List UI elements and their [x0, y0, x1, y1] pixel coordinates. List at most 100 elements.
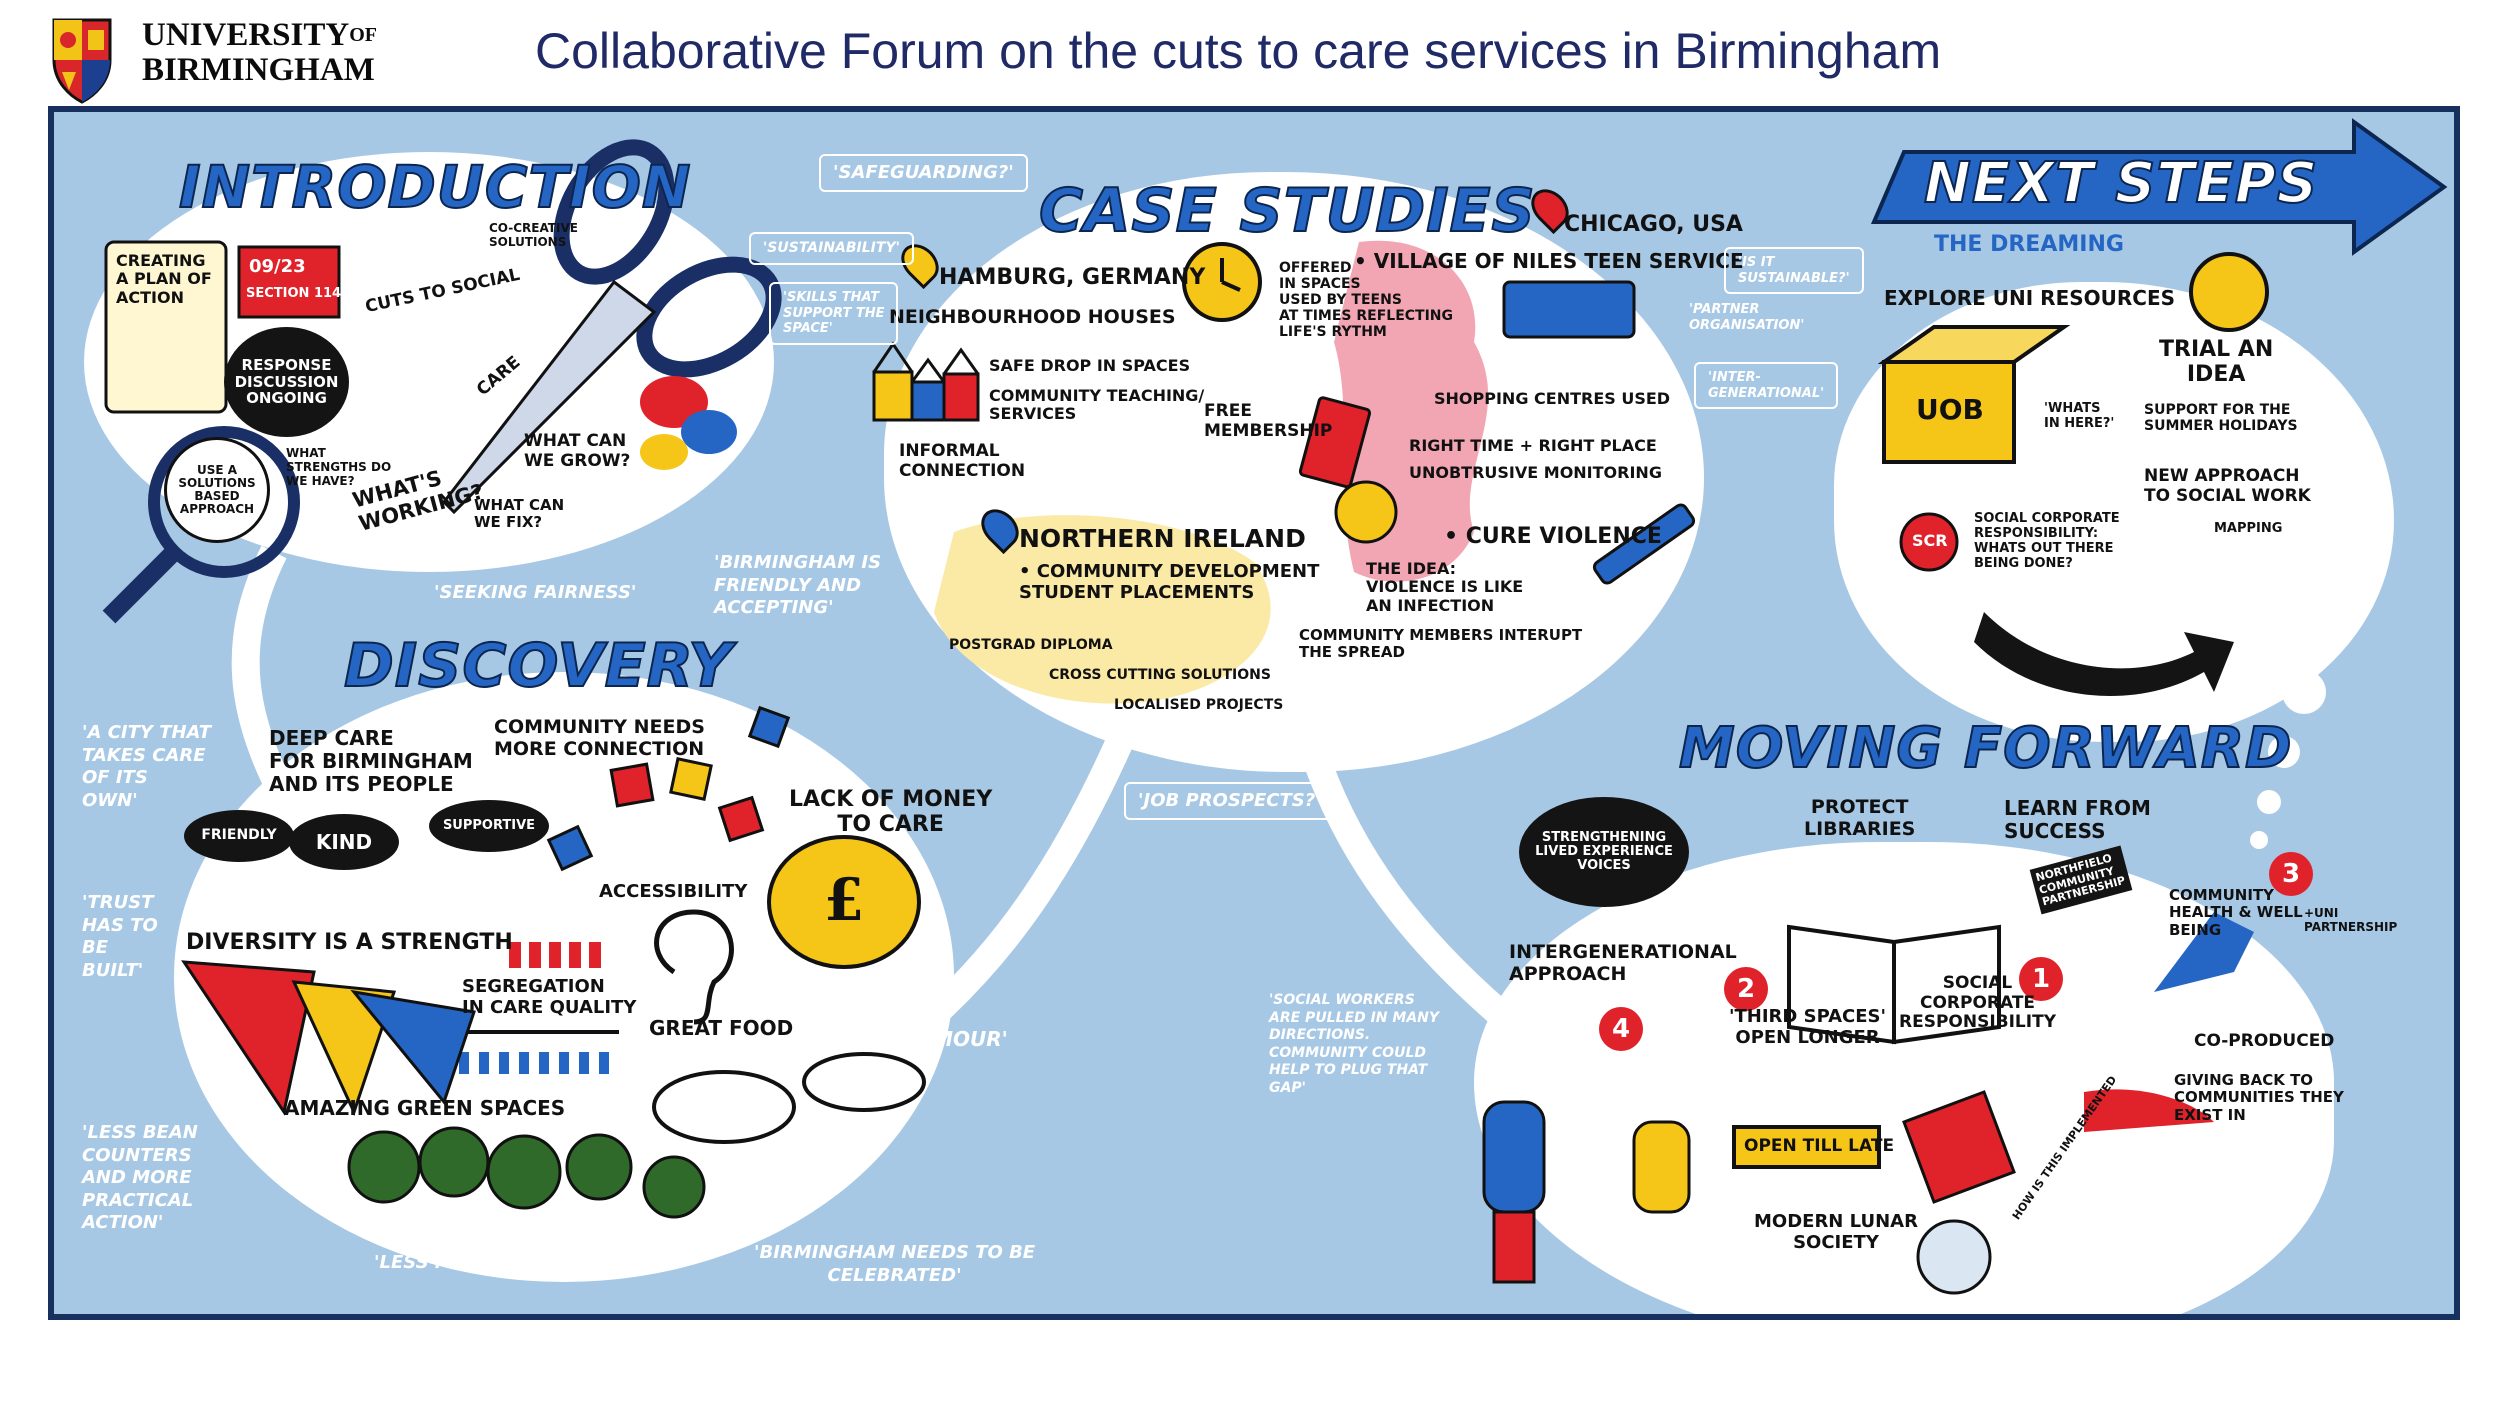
neighbourhood-text: NEIGHBOURHOOD HOUSES [889, 306, 1176, 328]
next-steps-heading: NEXT STEPS [1923, 150, 2319, 217]
badge-date: 09/23 [249, 256, 306, 277]
quote-trust: 'TRUST HAS TO BE BUILT' [82, 892, 158, 981]
houses-icon [872, 341, 980, 422]
box-label: UOB [1916, 393, 1984, 426]
graphic-recording-board: £ [48, 106, 2460, 1320]
quote-skills: 'SKILLS THAT SUPPORT THE SPACE' [769, 282, 899, 345]
quote-job-prospects: 'JOB PROSPECTS?' [1124, 782, 1335, 820]
protect-libraries-text: PROTECT LIBRARIES [1804, 796, 1916, 840]
shopping-text: SHOPPING CENTRES USED [1434, 389, 1671, 408]
strengthening-bubble: STRENGTHENING LIVED EXPERIENCE VOICES [1519, 797, 1689, 907]
whats-in-here-text: 'WHATS IN HERE?' [2044, 401, 2115, 431]
right-time-text: RIGHT TIME + RIGHT PLACE [1409, 436, 1657, 455]
quote-humour: 'HUMOUR' [894, 1027, 1008, 1051]
piggy-bank-icon: £ [767, 835, 921, 969]
moving-forward-blob [1474, 842, 2334, 1314]
quote-birmingham-friendly: 'BIRMINGHAM IS FRIENDLY AND ACCEPTING' [714, 552, 882, 618]
learn-success-text: LEARN FROM SUCCESS [2004, 796, 2151, 843]
quote-social-workers: 'SOCIAL WORKERS ARE PULLED IN MANY DIREC… [1269, 992, 1440, 1096]
offered-text: OFFERED IN SPACES USED BY TEENS AT TIMES… [1279, 260, 1454, 341]
quote-seeking-fairness: 'SEEKING FAIRNESS' [434, 582, 637, 603]
university-name: UNIVERSITYOF BIRMINGHAM [142, 18, 377, 88]
social-corp-text: SOCIAL CORPORATE RESPONSIBILITY [1899, 973, 2057, 1033]
solutions-text: USE A SOLUTIONS BASED APPROACH [164, 437, 270, 543]
university-of: OF [349, 24, 377, 46]
community-dev-text: • COMMUNITY DEVELOPMENT STUDENT PLACEMEN… [1019, 561, 1320, 603]
quote-is-it-sustainable: 'IS IT SUSTAINABLE?' [1724, 247, 1864, 295]
response-bubble: RESPONSE DISCUSSION ONGOING [224, 327, 349, 437]
new-approach-text: NEW APPROACH TO SOCIAL WORK [2144, 466, 2311, 506]
quote-sustainability: 'SUSTAINABILITY' [749, 232, 914, 265]
chicago-text: CHICAGO, USA [1564, 212, 1743, 237]
northern-ireland-text: NORTHERN IRELAND [1019, 524, 1306, 553]
badge-section: SECTION 114 [246, 286, 342, 301]
magnifier-icon [102, 426, 300, 624]
quote-birmingham-celebrated: 'BIRMINGHAM NEEDS TO BE CELEBRATED' [754, 1242, 1036, 1286]
scissors-icon [442, 139, 782, 515]
hamburg-text: HAMBURG, GERMANY [939, 265, 1206, 290]
lunar-text: MODERN LUNAR SOCIETY [1754, 1211, 1918, 1253]
university-logo: UNIVERSITYOF BIRMINGHAM [50, 14, 400, 104]
explore-text: EXPLORE UNI RESOURCES [1884, 286, 2176, 310]
uni-partnership-text: +UNI PARTNERSHIP [2304, 906, 2398, 934]
book-icon [1787, 924, 2001, 1045]
informal-text: INFORMAL CONNECTION [899, 441, 1026, 481]
page-title: Collaborative Forum on the cuts to care … [535, 23, 1942, 79]
free-membership-text: FREE MEMBERSHIP [1204, 401, 1333, 441]
number-2-badge: 2 [1724, 967, 1768, 1011]
intergenerational-text: INTERGENERATIONAL APPROACH [1509, 941, 1737, 985]
clock-icon [1182, 242, 1262, 322]
number-4-badge: 4 [1599, 1007, 1643, 1051]
segregation-text: SEGREGATION IN CARE QUALITY [462, 976, 637, 1018]
third-spaces-text: 'THIRD SPACES' OPEN LONGER [1729, 1006, 1887, 1048]
lack-money-text: LACK OF MONEY TO CARE [789, 787, 993, 838]
friendly-bubble: FRIENDLY [184, 810, 294, 862]
trial-text: TRIAL AN IDEA [2159, 337, 2274, 388]
localised-text: LOCALISED PROJECTS [1114, 697, 1284, 713]
quote-inter-gen: 'INTER- GENERATIONAL' [1694, 362, 1839, 410]
university-line2: BIRMINGHAM [142, 52, 375, 88]
safe-drop-text: SAFE DROP IN SPACES [989, 356, 1191, 375]
deep-care-text: DEEP CARE FOR BIRMINGHAM AND ITS PEOPLE [269, 726, 473, 796]
cure-violence-text: • CURE VIOLENCE [1444, 524, 1662, 549]
postgrad-text: POSTGRAD DIPLOMA [949, 637, 1113, 653]
quote-safeguarding: 'SAFEGUARDING?' [819, 154, 1028, 192]
support-summer-text: SUPPORT FOR THE SUMMER HOLIDAYS [2144, 402, 2298, 435]
co-produced-text: CO-PRODUCED [2194, 1031, 2335, 1051]
quote-city-takes-care: 'A CITY THAT TAKES CARE OF ITS OWN' [82, 722, 212, 811]
svg-text:£: £ [824, 866, 864, 934]
strengths-text: WHAT STRENGTHS DO WE HAVE? [286, 446, 392, 488]
community-teaching-text: COMMUNITY TEACHING/ SERVICES [989, 386, 1205, 424]
cocreative-text: CO-CREATIVE SOLUTIONS [489, 221, 578, 249]
supportive-bubble: SUPPORTIVE [429, 800, 549, 852]
social-corp-question-text: SOCIAL CORPORATE RESPONSIBILITY: WHATS O… [1974, 511, 2120, 571]
mapping-text: MAPPING [2214, 521, 2283, 536]
giving-back-text: GIVING BACK TO COMMUNITIES THEY EXIST IN [2174, 1071, 2344, 1124]
community-needs-text: COMMUNITY NEEDS MORE CONNECTION [494, 716, 705, 760]
discovery-heading: DISCOVERY [343, 631, 733, 702]
great-food-text: GREAT FOOD [649, 1016, 794, 1040]
village-text: • VILLAGE OF NILES TEEN SERVICE [1354, 249, 1744, 273]
what-grow-text: WHAT CAN WE GROW? [524, 431, 631, 471]
creating-plan-text: CREATING A PLAN OF ACTION [116, 251, 212, 307]
the-idea-text: THE IDEA: VIOLENCE IS LIKE AN INFECTION [1366, 559, 1524, 615]
cross-cutting-text: CROSS CUTTING SOLUTIONS [1049, 667, 1271, 683]
quote-less-managers: 'LESS MANAGERS' [374, 1252, 556, 1273]
case-studies-heading: CASE STUDIES [1038, 176, 1536, 247]
scr-text: SCR [1912, 531, 1948, 550]
moving-forward-heading: MOVING FORWARD [1678, 715, 2293, 782]
number-1-badge: 1 [2019, 957, 2063, 1001]
diversity-text: DIVERSITY IS A STRENGTH [186, 930, 513, 955]
kind-bubble: KIND [289, 814, 399, 870]
crest-icon [52, 18, 112, 104]
community-health-text: COMMUNITY HEALTH & WELL BEING [2169, 886, 2303, 939]
quote-less-bean: 'LESS BEAN COUNTERS AND MORE PRACTICAL A… [82, 1122, 198, 1233]
number-3-badge: 3 [2269, 852, 2313, 896]
open-late-text: OPEN TILL LATE [1744, 1136, 1895, 1156]
decorative-illustrations: £ [102, 118, 2448, 1295]
community-members-text: COMMUNITY MEMBERS INTERUPT THE SPREAD [1299, 626, 1583, 662]
unobtrusive-text: UNOBTRUSIVE MONITORING [1409, 463, 1662, 482]
accessibility-text: ACCESSIBILITY [599, 881, 748, 902]
quote-partner: 'PARTNER ORGANISATION' [1689, 302, 1805, 334]
introduction-heading: INTRODUCTION [178, 153, 692, 221]
